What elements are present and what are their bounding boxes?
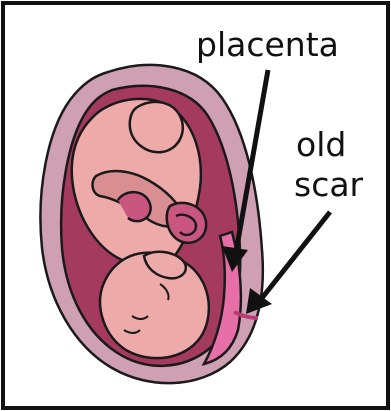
label-old: old <box>296 125 346 164</box>
fetus-knee <box>130 102 183 152</box>
label-scar: scar <box>294 165 364 204</box>
label-placenta: placenta <box>196 25 339 64</box>
